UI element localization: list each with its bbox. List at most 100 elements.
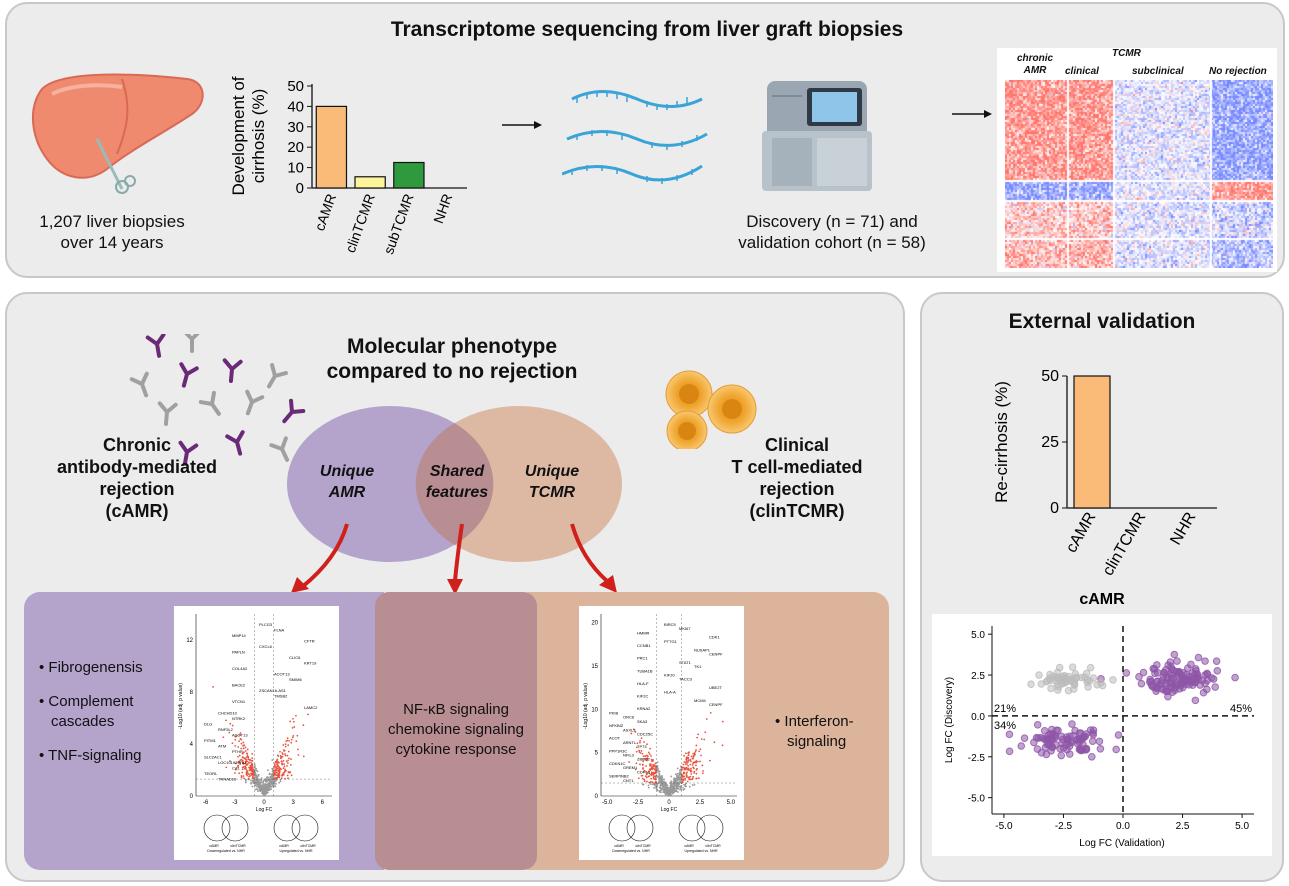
volcano-point bbox=[242, 766, 245, 768]
volcano-point bbox=[689, 763, 692, 766]
volcano-point bbox=[660, 778, 663, 781]
volcano-point bbox=[292, 735, 295, 737]
mini-venn-circle bbox=[291, 814, 319, 842]
volcano-point bbox=[295, 714, 297, 717]
volcano-point bbox=[680, 766, 683, 769]
gene-label: SLC2AC1 bbox=[204, 754, 223, 759]
volcano-point bbox=[687, 752, 690, 754]
heatmap-cells bbox=[1005, 80, 1273, 268]
volcano-point bbox=[273, 767, 275, 769]
gene-label: DLG bbox=[204, 721, 212, 726]
volcano-point bbox=[686, 771, 688, 774]
volcano-point bbox=[650, 766, 653, 769]
volcano-point bbox=[281, 773, 284, 776]
x-tick-label: 5.0 bbox=[727, 800, 736, 806]
volcano-point bbox=[666, 786, 669, 789]
volcano-point bbox=[291, 736, 294, 739]
y-tick-label: 50 bbox=[1041, 368, 1059, 385]
volcano-point bbox=[677, 772, 680, 775]
volcano-point bbox=[682, 763, 685, 766]
volcano-point bbox=[251, 760, 254, 762]
volcano-point bbox=[252, 769, 255, 772]
volcano-point bbox=[640, 737, 643, 739]
sequencer-caption-1: Discovery (n = 71) and bbox=[746, 212, 918, 231]
x-tick-label: clinTCMR bbox=[1100, 510, 1150, 579]
volcano-point bbox=[239, 734, 241, 737]
volcano-point bbox=[643, 778, 646, 781]
volcano-point bbox=[663, 778, 666, 781]
gene-label: NTRK2 bbox=[232, 716, 246, 721]
scatter-point bbox=[1179, 668, 1187, 677]
volcano-point bbox=[257, 782, 259, 785]
volcano-point bbox=[248, 762, 250, 764]
gene-label: ZSCAN16-AS1 bbox=[259, 688, 287, 693]
x-axis-label: Log FC bbox=[256, 807, 273, 813]
volcano-point bbox=[251, 785, 254, 788]
volcano-point bbox=[652, 771, 655, 774]
volcano-point bbox=[648, 753, 651, 755]
quadrant-lower-left-pct: 34% bbox=[994, 720, 1016, 732]
volcano-point bbox=[699, 760, 701, 763]
volcano-point bbox=[656, 761, 659, 764]
gene-label: SERPINB2 bbox=[609, 774, 630, 779]
volcano-point bbox=[639, 739, 642, 742]
volcano-point bbox=[649, 747, 652, 750]
volcano-point bbox=[238, 754, 241, 757]
x-tick-label: NHR bbox=[430, 192, 455, 226]
scatter-point bbox=[1211, 683, 1219, 691]
volcano-point bbox=[662, 781, 665, 784]
volcano-point bbox=[654, 766, 657, 769]
volcano-point bbox=[238, 740, 241, 743]
volcano-point bbox=[684, 778, 686, 781]
volcano-point bbox=[661, 775, 664, 777]
volcano-point bbox=[692, 766, 695, 769]
mini-venn-circle bbox=[273, 814, 301, 842]
volcano-point bbox=[282, 744, 285, 746]
volcano-point bbox=[673, 785, 676, 788]
scatter-point bbox=[1033, 745, 1042, 753]
x-tick-label: NHR bbox=[1167, 510, 1199, 549]
volcano-point bbox=[249, 775, 251, 777]
y-tick-label: 0 bbox=[296, 180, 304, 197]
scatter-point bbox=[1172, 667, 1181, 676]
mini-venn-label: cAMR bbox=[614, 844, 624, 848]
volcano-point bbox=[695, 749, 697, 751]
volcano-point bbox=[264, 790, 266, 793]
volcano-point bbox=[288, 739, 290, 742]
x-tick-label: -5.0 bbox=[995, 821, 1013, 832]
volcano-point bbox=[660, 784, 662, 787]
gene-label: VTCN1 bbox=[232, 699, 246, 704]
volcano-point bbox=[246, 760, 248, 763]
volcano-point bbox=[234, 745, 237, 747]
volcano-point bbox=[635, 746, 638, 749]
volcano-point bbox=[229, 722, 232, 725]
volcano-point bbox=[646, 759, 648, 762]
gene-label: PRC1 bbox=[637, 656, 648, 661]
volcano-point bbox=[242, 741, 245, 744]
gene-label: MKI67 bbox=[679, 626, 691, 631]
gene-label: SMIM6 bbox=[289, 677, 302, 682]
y-axis-label: -Log10 (adj. p value) bbox=[583, 683, 589, 729]
volcano-point bbox=[704, 731, 707, 734]
volcano-point bbox=[643, 757, 646, 760]
volcano-point bbox=[662, 791, 665, 793]
volcano-point bbox=[690, 772, 693, 775]
y-tick-label: 25 bbox=[1041, 434, 1059, 451]
scatter-point bbox=[1159, 672, 1168, 681]
volcano-point bbox=[654, 770, 657, 772]
volcano-point bbox=[646, 743, 648, 746]
sequencer-caption-2: validation cohort (n = 58) bbox=[738, 233, 926, 252]
volcano-point bbox=[273, 763, 276, 766]
mini-venn-circle bbox=[626, 814, 654, 842]
volcano-point bbox=[259, 788, 261, 791]
scatter-point bbox=[1055, 663, 1064, 672]
volcano-point bbox=[670, 780, 673, 783]
volcano-point bbox=[679, 776, 681, 779]
volcano-point bbox=[244, 746, 247, 749]
volcano-point bbox=[283, 763, 285, 765]
